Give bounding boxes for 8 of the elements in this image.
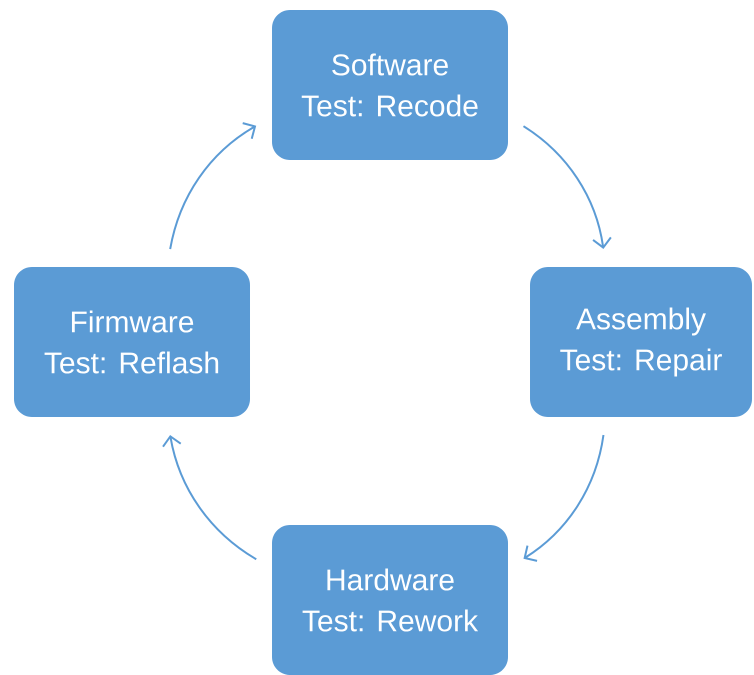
process-box: Hardware Test: Rework [272,525,508,675]
arrow [522,125,612,249]
process-box: Software Test: Recode [272,10,508,160]
process-box: Firmware Test: Reflash [14,267,250,417]
process-box: Assembly Test: Repair [530,267,752,417]
arrow [162,434,257,560]
arrow [169,122,256,250]
arrow [523,434,604,562]
